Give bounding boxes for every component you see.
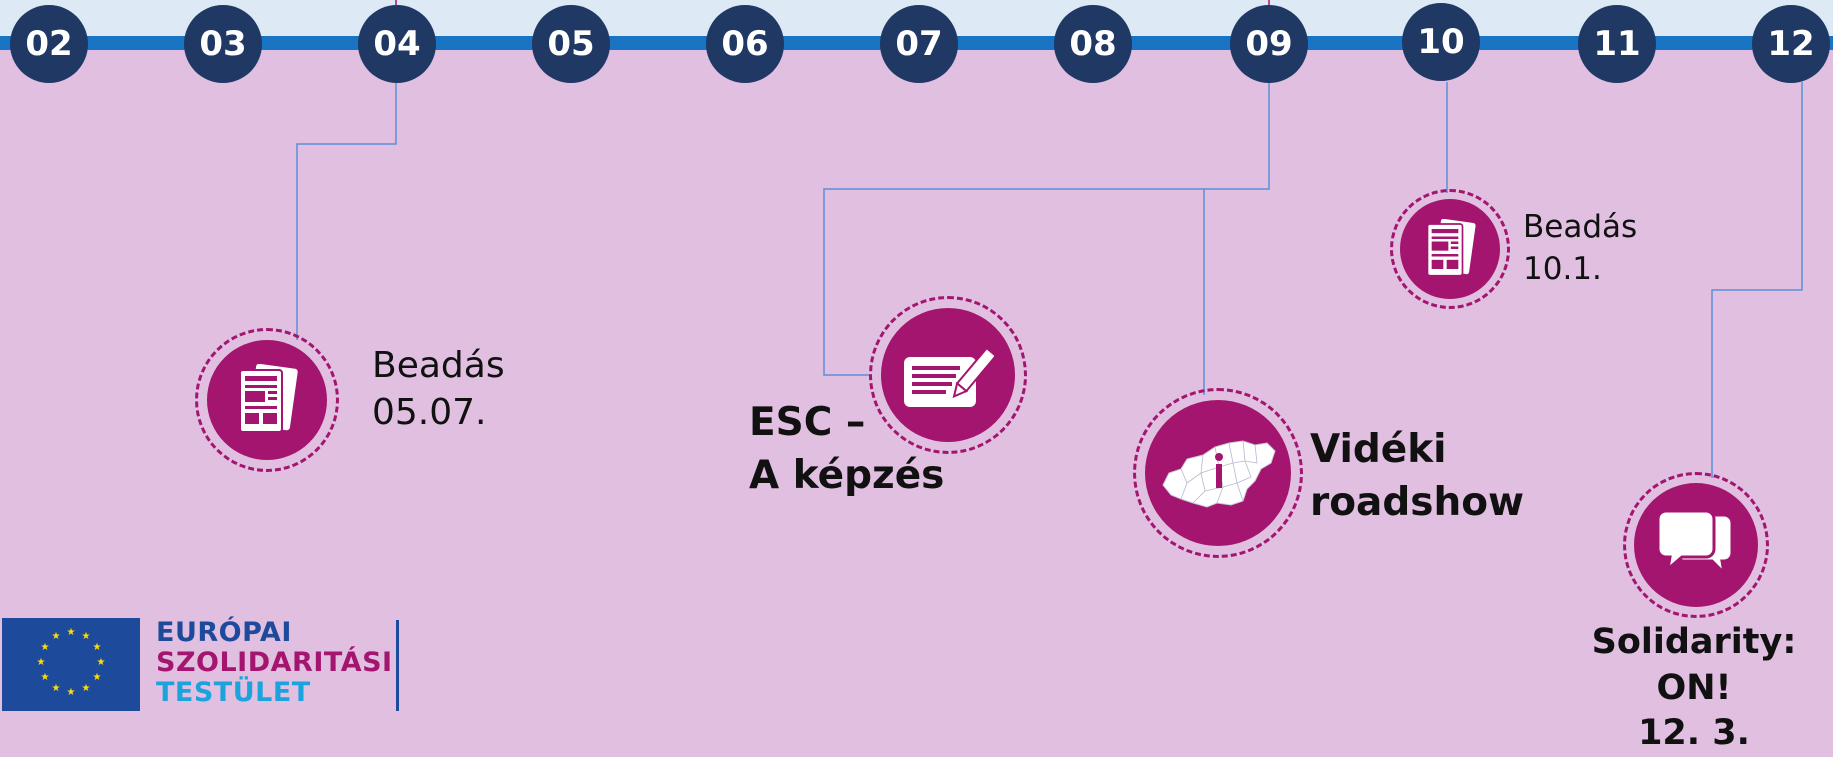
- month-03: 03: [184, 5, 262, 83]
- month-06: 06: [706, 5, 784, 83]
- month-04: 04: [358, 5, 436, 83]
- svg-text:★: ★: [82, 631, 91, 642]
- svg-text:★: ★: [52, 683, 61, 694]
- month-10: 10: [1402, 3, 1480, 81]
- svg-text:★: ★: [67, 627, 76, 638]
- badge-solidarity: [1623, 472, 1769, 618]
- month-11: 11: [1578, 5, 1656, 83]
- chat-bubbles-icon: [1656, 509, 1734, 578]
- label-line1: Solidarity: ON!: [1591, 622, 1797, 708]
- svg-text:★: ★: [97, 657, 106, 668]
- label-line1: Vidéki: [1310, 427, 1447, 472]
- label-line2: 10.1.: [1523, 250, 1602, 287]
- svg-text:★: ★: [41, 642, 50, 653]
- logo-divider: [396, 620, 399, 711]
- connector-04-line: [296, 82, 397, 340]
- label-line1: Beadás: [1523, 209, 1638, 245]
- svg-text:★: ★: [52, 631, 61, 642]
- badge-beadas-1001: [1390, 189, 1510, 309]
- svg-text:★: ★: [67, 687, 76, 698]
- label-beadas-0507: Beadás 05.07.: [372, 343, 505, 437]
- logo-line2: SZOLIDARITÁSI: [156, 647, 393, 678]
- label-line1: ESC –: [749, 400, 866, 445]
- label-line2: A képzés: [749, 452, 945, 498]
- badge-roadshow: [1133, 388, 1303, 558]
- month-09: 09: [1230, 5, 1308, 83]
- document-icon: [239, 364, 298, 433]
- svg-text:★: ★: [93, 642, 102, 653]
- svg-text:★: ★: [37, 657, 46, 668]
- badge-esc: [869, 296, 1027, 454]
- label-line2: 05.07.: [372, 391, 487, 433]
- badge-beadas-0507: [195, 328, 339, 472]
- eu-flag-icon: ★★★ ★★★ ★★★ ★★★: [2, 618, 140, 711]
- month-12: 12: [1752, 5, 1830, 83]
- connector-09-esc: [823, 82, 1270, 376]
- label-line2: roadshow: [1310, 479, 1525, 525]
- label-beadas-1001: Beadás 10.1.: [1523, 207, 1637, 291]
- month-02: 02: [10, 5, 88, 83]
- connector-12-line: [1711, 82, 1803, 478]
- month-08: 08: [1054, 5, 1132, 83]
- logo-line3: TESTÜLET: [156, 677, 311, 708]
- label-roadshow: Vidéki roadshow: [1310, 424, 1524, 529]
- document-icon: [1426, 219, 1476, 277]
- label-esc: ESC – A képzés: [749, 397, 944, 502]
- application-form-icon: [904, 342, 994, 407]
- svg-text:★: ★: [82, 683, 91, 694]
- hungary-map-info-icon: [1162, 440, 1276, 508]
- month-05: 05: [532, 5, 610, 83]
- month-07: 07: [880, 5, 958, 83]
- label-line2: 12. 3.: [1638, 713, 1750, 753]
- svg-text:★: ★: [41, 672, 50, 683]
- svg-text:★: ★: [93, 672, 102, 683]
- logo-line1: EURÓPAI: [156, 617, 292, 648]
- connector-lines: [296, 0, 1803, 478]
- logo-text: EURÓPAI SZOLIDARITÁSI TESTÜLET: [156, 618, 393, 708]
- label-line1: Beadás: [372, 345, 505, 386]
- label-solidarity: Solidarity: ON! 12. 3.: [1559, 620, 1829, 757]
